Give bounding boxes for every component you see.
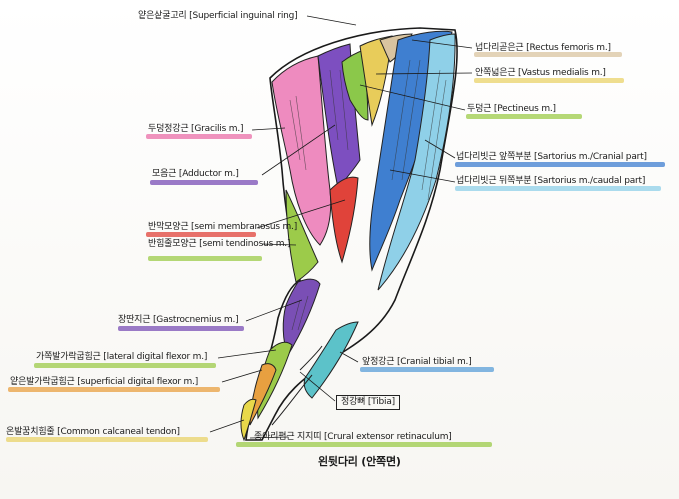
superficial-digital-flexor-muscle [249, 363, 277, 426]
label-pectineus: 두덩근 [Pectineus m.] [467, 104, 556, 114]
label-adductor: 모음근 [Adductor m.] [152, 169, 239, 179]
highlight-gastrocnemius [118, 326, 244, 331]
highlight-superficial-digital-flexor [8, 387, 220, 392]
label-superficial-inguinal-ring: 얕은샅굴고리 [Superficial inguinal ring] [138, 11, 298, 21]
label-vastus-medialis: 안쪽넓은근 [Vastus medialis m.] [475, 68, 606, 78]
highlight-cranial-tibial [360, 367, 494, 372]
highlight-sartorius-cranial [455, 162, 665, 167]
label-lateral-digital-flexor: 가쪽발가락굽힘근 [lateral digital flexor m.] [36, 352, 208, 362]
highlight-gracilis [146, 134, 252, 139]
cranial-tibial-muscle [303, 321, 359, 399]
highlight-semitendinosus [148, 256, 262, 261]
label-gastrocnemius: 장딴지근 [Gastrocnemius m.] [118, 315, 239, 325]
label-sartorius-cranial: 넙다리빗근 앞쪽부분 [Sartorius m./Cranial part] [456, 152, 647, 162]
highlight-lateral-digital-flexor [34, 363, 216, 368]
drawing-title: 왼뒷다리 (안쪽면) [318, 455, 401, 468]
label-tibia: 정강뼈 [Tibia] [336, 395, 400, 410]
label-rectus-femoris: 넙다리곧은근 [Rectus femoris m.] [475, 43, 611, 53]
label-common-calcaneal-tendon: 온발꿈치힘줄 [Common calcaneal tendon] [6, 427, 180, 437]
highlight-rectus-femoris [474, 52, 622, 57]
highlight-calcaneal-tendon [6, 437, 208, 442]
semitendinosus-muscle [285, 189, 319, 283]
highlight-sartorius-caudal [455, 186, 661, 191]
highlight-crural-retinaculum [236, 442, 492, 447]
label-superficial-digital-flexor: 얕은발가락굽힘근 [superficial digital flexor m.] [10, 377, 199, 387]
highlight-vastus-medialis [474, 78, 624, 83]
label-sartorius-caudal: 넙다리빗근 뒤쪽부분 [Sartorius m./caudal part] [456, 176, 646, 186]
highlight-semimembranosus [146, 232, 256, 237]
label-semitendinosus: 반힘줄모양근 [semi tendinosus m.] [148, 239, 291, 249]
label-cranial-tibial: 앞정강근 [Cranial tibial m.] [362, 357, 472, 367]
vastus-medialis-muscle [359, 35, 393, 127]
label-semimembranosus: 반막모양근 [semi membranosus m.] [148, 222, 298, 232]
highlight-pectineus [466, 114, 582, 119]
label-gracilis: 두덩정강근 [Gracilis m.] [148, 124, 244, 134]
calcaneal-tendon [240, 398, 257, 442]
semimembranosus-muscle [329, 176, 359, 264]
tibia-bone [271, 345, 323, 426]
highlight-adductor [150, 180, 258, 185]
pectineus-muscle [341, 49, 369, 121]
label-crural-extensor-retinaculum: 종아리폄근 지지띠 [Crural extensor retinaculum] [254, 432, 452, 442]
